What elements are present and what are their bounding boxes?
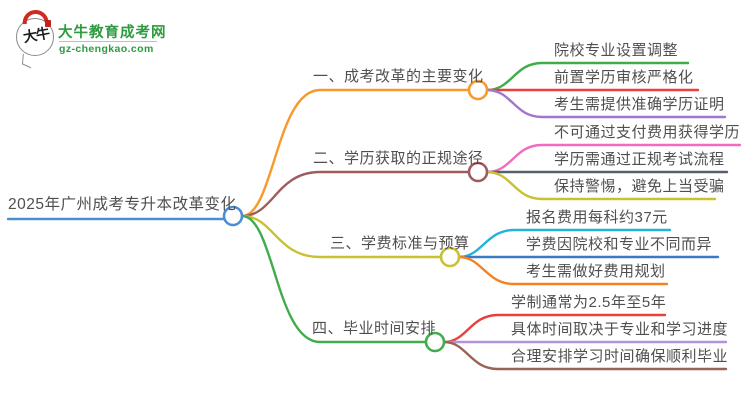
branch-4-leaf-2-label: 具体时间取决于专业和学习进度 — [511, 321, 729, 338]
logo-bubble-text: 大牛 — [21, 24, 51, 46]
branch-1-leaf-1-label: 院校专业设置调整 — [554, 42, 679, 59]
branch-1-leaf-3-underline — [485, 88, 727, 119]
logo-bubble-tail — [22, 53, 32, 69]
branch-2-leaf-3-label: 保持警惕，避免上当受骗 — [554, 178, 725, 195]
branch-2-label: 二、学历获取的正规途径 — [313, 150, 484, 167]
logo-title: 大牛教育成考网 — [58, 25, 167, 41]
branch-1-node-circle — [467, 79, 489, 101]
branch-3-connector — [240, 214, 443, 259]
branch-3-leaf-3-label: 考生需做好费用规划 — [526, 263, 666, 280]
branch-4-label: 四、毕业时间安排 — [312, 320, 437, 337]
logo-bubble-icon: 大牛 — [16, 18, 54, 56]
branch-4-connector — [240, 214, 428, 344]
site-logo: 大牛 大牛教育成考网 gz-chengkao.com — [14, 8, 194, 69]
branch-1-leaf-3-label: 考生需提供准确学历证明 — [554, 96, 725, 113]
branch-2-leaf-2-label: 学历需通过正规考试流程 — [554, 151, 725, 168]
branch-2-leaf-3-underline — [485, 170, 717, 201]
logo-red-seal-icon — [45, 20, 51, 27]
branch-1-label: 一、成考改革的主要变化 — [313, 68, 484, 85]
branch-2-leaf-1-label: 不可通过支付费用获得学历 — [554, 124, 741, 141]
branch-3-label: 三、学费标准与预算 — [330, 235, 470, 252]
root-node-circle — [222, 205, 244, 227]
logo-divider — [59, 41, 157, 42]
branch-3-leaf-1-label: 报名费用每科约37元 — [526, 209, 668, 226]
branch-1-leaf-2-label: 前置学历审核严格化 — [554, 69, 694, 86]
branch-2-connector — [240, 170, 470, 218]
branch-4-leaf-3-underline — [442, 340, 728, 371]
branch-4-leaf-3-label: 合理安排学习时间确保顺利毕业 — [511, 348, 729, 365]
branch-4-leaf-1-label: 学制通常为2.5年至5年 — [511, 294, 667, 311]
branch-3-node-circle — [439, 246, 461, 268]
branch-2-node-circle — [467, 161, 489, 183]
root-topic-label: 2025年广州成考专升本改革变化 — [8, 196, 237, 213]
branch-4-node-circle — [424, 331, 446, 353]
branch-1-connector — [240, 88, 471, 218]
branch-3-leaf-3-underline — [457, 255, 669, 286]
branch-3-leaf-2-label: 学费因院校和专业不同而异 — [526, 236, 713, 253]
logo-url: gz-chengkao.com — [59, 43, 154, 55]
